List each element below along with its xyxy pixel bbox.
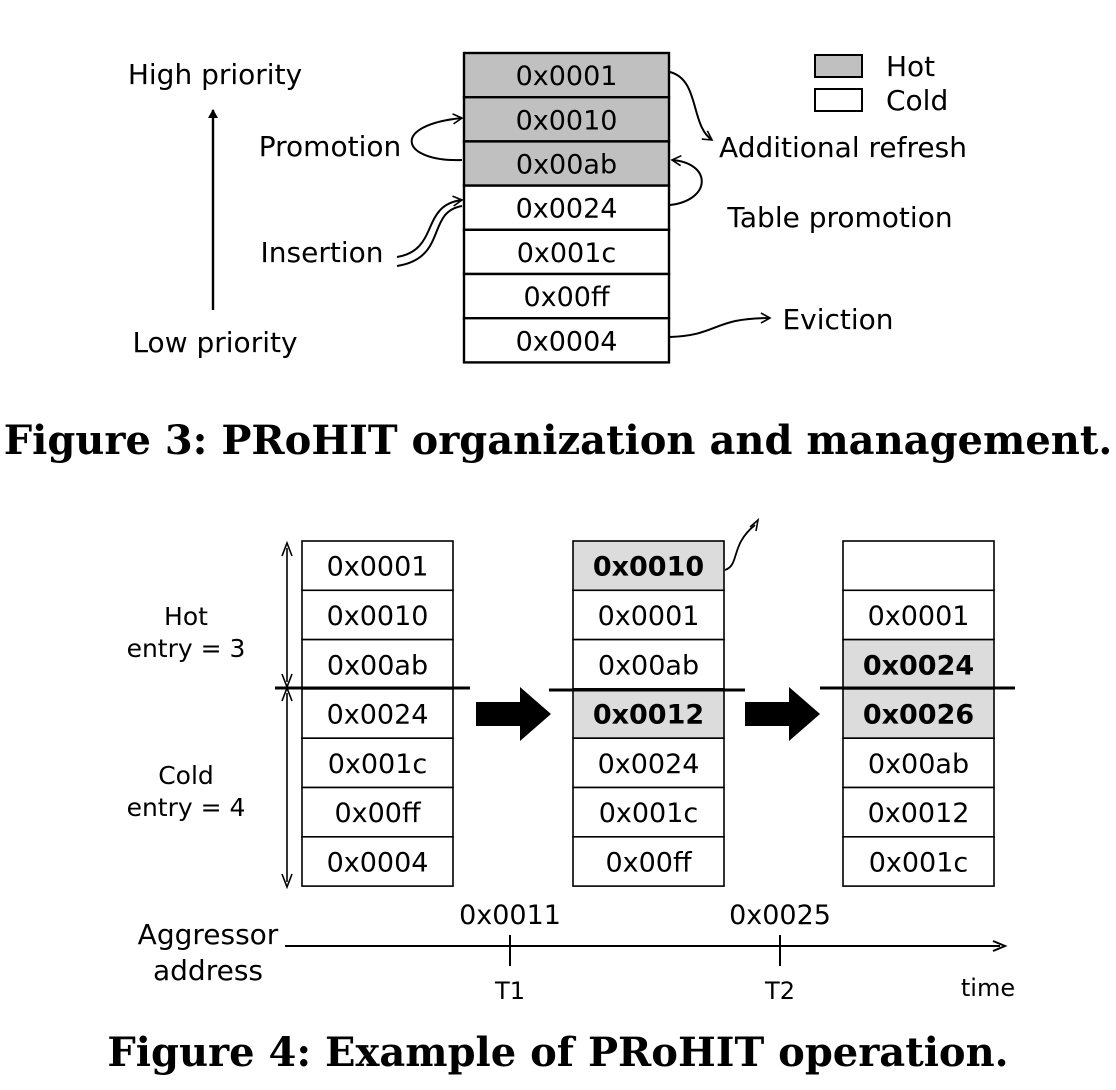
legend-hot-swatch <box>814 54 863 78</box>
figure4: Hot entry = 3 Cold entry = 4 0x0001 0x001… <box>127 517 1015 1005</box>
table2-entry-cell <box>572 540 725 592</box>
table2-entry-address: 0x0024 <box>598 749 700 780</box>
table2-entry-address: 0x00ff <box>605 847 693 878</box>
table3-entry-address: 0x00ab <box>868 749 969 780</box>
promotion-label: Promotion <box>259 130 401 163</box>
table-entry-address: 0x0004 <box>516 326 618 357</box>
table-entry-cell <box>462 272 671 320</box>
cold-entry-label-2: entry = 4 <box>127 793 246 822</box>
table3-entry-cell <box>842 540 995 592</box>
table3-entry-address: 0x0012 <box>868 798 970 829</box>
hot-entry-label-1: Hot <box>164 602 208 631</box>
table3-entry-cell <box>842 835 995 887</box>
event-t1: 0x0011 T1 <box>459 900 561 1005</box>
legend-hot-label: Hot <box>886 50 935 83</box>
table1-entry-address: 0x00ff <box>334 798 422 829</box>
table1-entry-address: 0x0004 <box>327 847 429 878</box>
figure3: High priority Low priority 0x00010x00100… <box>128 50 967 364</box>
event-t1-address: 0x0011 <box>459 900 561 931</box>
table1-entry-cell <box>301 688 454 740</box>
cold-entry-label-1: Cold <box>158 761 214 790</box>
table-entry-cell <box>462 228 671 276</box>
eviction-arrow <box>669 312 772 338</box>
aggressor-label-1: Aggressor <box>138 918 279 951</box>
table-promotion-arrow <box>669 154 703 206</box>
table3-entry-address: 0x0026 <box>863 700 974 731</box>
table3-entry-address: 0x001c <box>869 847 969 878</box>
eviction-label: Eviction <box>782 303 893 336</box>
insertion-arrow-2 <box>396 205 463 267</box>
table2-entry-cell <box>572 835 725 887</box>
table1-entry-cell <box>301 835 454 887</box>
insertion-arrow-1 <box>396 195 464 258</box>
table-entry-address: 0x0010 <box>516 105 618 136</box>
table2-entry-address: 0x001c <box>599 798 699 829</box>
table-entry-address: 0x0024 <box>516 194 618 225</box>
table2-entry-cell <box>572 589 725 641</box>
table2-entry-cell <box>572 638 725 690</box>
insertion-label: Insertion <box>261 236 384 269</box>
additional-refresh-label: Additional refresh <box>719 131 967 164</box>
additional-refresh-arrow <box>669 71 714 141</box>
table1-entry-address: 0x0010 <box>327 601 429 632</box>
event-t2-tick: T2 <box>764 977 795 1005</box>
table3-entry-cell <box>842 786 995 838</box>
figure4-caption: Figure 4: Example of PRoHIT operation. <box>107 1029 1008 1076</box>
table1-entry-address: 0x001c <box>328 749 428 780</box>
table-entry-cell <box>462 95 671 143</box>
table1-entry-cell <box>301 540 454 592</box>
table3-entry-address: 0x0001 <box>868 601 970 632</box>
table-entry-address: 0x00ff <box>523 282 611 313</box>
table1-entry-address: 0x0001 <box>327 552 429 583</box>
table-entry-address: 0x00ab <box>516 150 617 181</box>
table-entry-cell <box>462 317 671 364</box>
eviction-curl <box>724 524 756 571</box>
table2-entry-address: 0x0010 <box>593 552 704 583</box>
table2-entry-address: 0x00ab <box>598 650 699 681</box>
table3-entry-cell <box>842 737 995 789</box>
legend-cold-label: Cold <box>886 84 948 117</box>
table3-entry-cell <box>842 589 995 641</box>
table2-entry-cell <box>572 688 725 740</box>
promotion-arrow <box>410 113 464 162</box>
table1-entry-cell <box>301 589 454 641</box>
event-t2: 0x0025 T2 <box>729 900 831 1005</box>
low-priority-label: Low priority <box>132 326 297 359</box>
legend-cold-swatch <box>814 88 863 112</box>
table1-entry-cell <box>301 737 454 789</box>
table2-entry-cell <box>572 786 725 838</box>
table2-entry-address: 0x0012 <box>593 700 704 731</box>
hot-entry-label-2: entry = 3 <box>127 634 246 663</box>
table2-entry-cell <box>572 737 725 789</box>
table-entry-address: 0x001c <box>517 238 617 269</box>
event-t1-tick: T1 <box>494 977 525 1005</box>
step-arrow-1 <box>476 687 551 741</box>
time-label: time <box>961 974 1015 1002</box>
table3-entry-address: 0x0024 <box>863 650 974 681</box>
prohit-tables: 0x0001 0x0010 0x00ab 0x0024 0x001c 0x00ff 0x00… <box>301 540 995 887</box>
prohit-table: 0x0001 0x0010 0x00ab 0x0024 0x001c 0x00ff 0x00… <box>462 51 671 364</box>
high-priority-label: High priority <box>128 58 302 91</box>
table1-entry-address: 0x0024 <box>327 700 429 731</box>
table-entry-address: 0x0001 <box>516 61 618 92</box>
table1-entry-cell <box>301 638 454 690</box>
figure3-caption: Figure 3: PRoHIT organization and manage… <box>4 417 1113 464</box>
step-arrow-2 <box>745 687 820 741</box>
event-t2-address: 0x0025 <box>729 900 831 931</box>
aggressor-label-2: address <box>153 954 263 987</box>
table-promotion-label: Table promotion <box>726 201 952 234</box>
table3-entry-cell <box>842 638 995 690</box>
table2-entry-address: 0x0001 <box>598 601 700 632</box>
table1-entry-address: 0x00ab <box>327 650 428 681</box>
table3-entry-cell <box>842 688 995 740</box>
